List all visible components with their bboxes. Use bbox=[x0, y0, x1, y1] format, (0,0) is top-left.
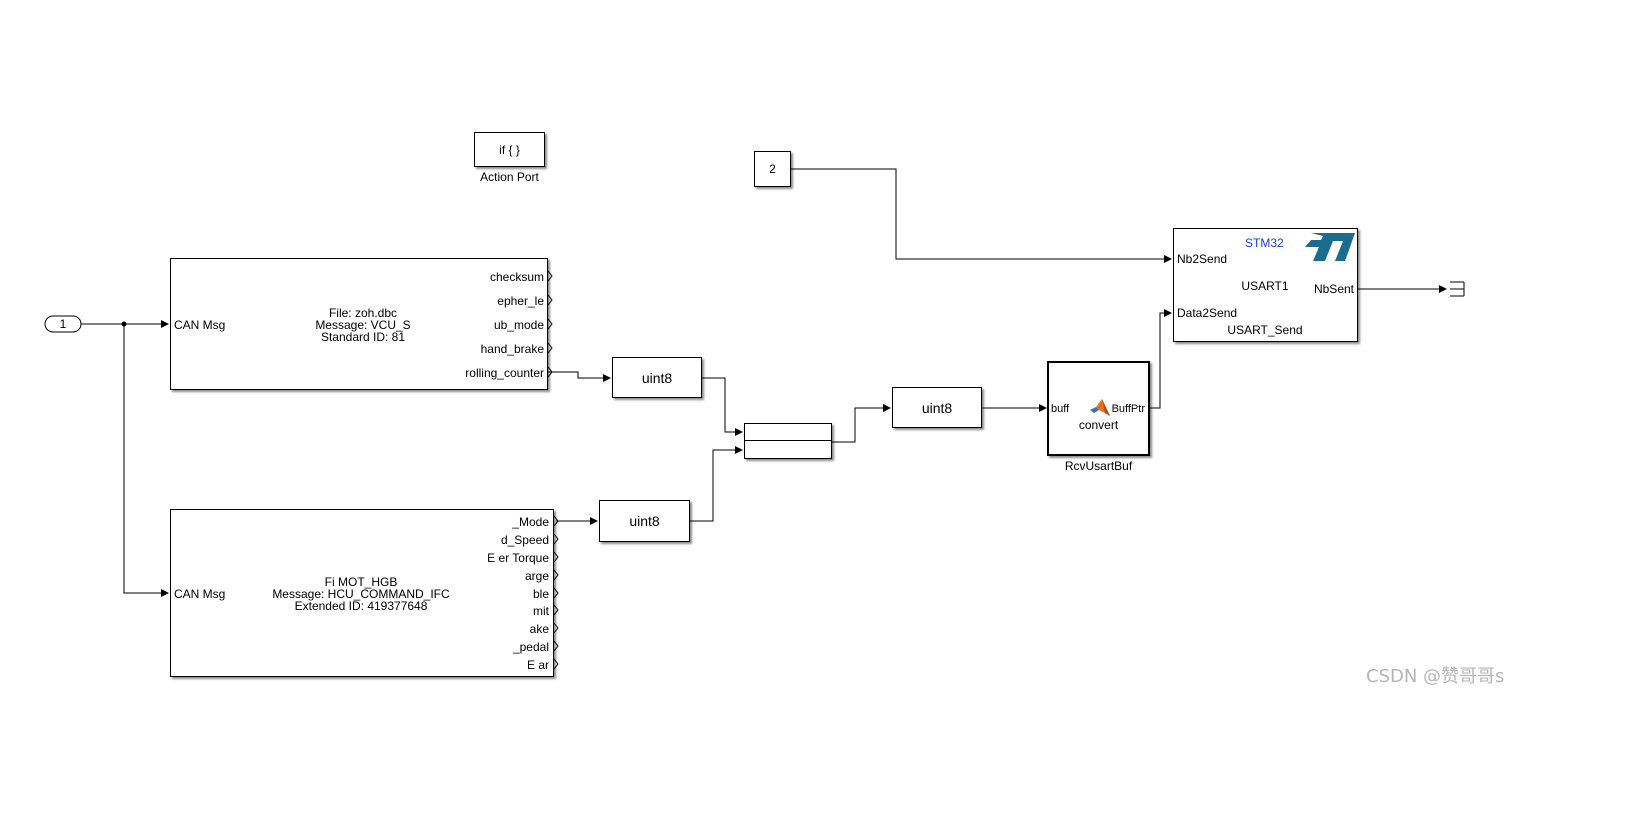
stm32-input-data2send: Data2Send bbox=[1177, 306, 1238, 320]
mux-divider bbox=[745, 440, 831, 441]
can2-input-port: CAN Msg bbox=[174, 587, 226, 601]
can2-output-7: ake bbox=[529, 622, 549, 636]
stm32-title: STM32 bbox=[1245, 236, 1284, 250]
csdn-watermark: CSDN @赞哥哥s bbox=[1366, 666, 1505, 687]
constant-block[interactable]: 2 bbox=[754, 151, 791, 187]
inport-number: 1 bbox=[59, 317, 67, 331]
can-unpack-block-1[interactable]: CAN Msg File: zoh.dbc Message: VCU_S Sta… bbox=[170, 258, 548, 390]
mfun-caption: RcvUsartBuf bbox=[1064, 459, 1133, 473]
data-type-conversion-1[interactable]: uint8 bbox=[612, 357, 702, 398]
stm32-output-nbsent: NbSent bbox=[1313, 282, 1354, 296]
mfun-name: convert bbox=[1078, 418, 1119, 432]
can1-output-checksum: checksum bbox=[489, 270, 544, 284]
matlab-logo-icon bbox=[1090, 399, 1110, 416]
can2-output-6: mit bbox=[533, 604, 549, 618]
can1-output-4: hand_brake bbox=[480, 342, 544, 356]
can2-output-4: arge bbox=[524, 569, 549, 583]
can1-output-2: epher_le bbox=[497, 294, 544, 308]
branch-point bbox=[121, 321, 127, 327]
data-type-conversion-2[interactable]: uint8 bbox=[599, 500, 690, 542]
wire-mux-conv3[interactable] bbox=[832, 404, 891, 443]
stm32-usart1: USART1 bbox=[1241, 279, 1289, 293]
can2-output-5: ble bbox=[532, 587, 549, 601]
conv3-label: uint8 bbox=[921, 400, 953, 416]
mfun-input-port: buff bbox=[1051, 403, 1070, 415]
can2-output-3: E er Torque bbox=[487, 551, 549, 565]
can2-info-id: Extended ID: 419377648 bbox=[294, 599, 428, 613]
stm32-usart-send-block[interactable]: STM32 Nb2Send USART1 NbSent Data2Send US… bbox=[1173, 228, 1358, 342]
can2-output-port-marks bbox=[553, 515, 559, 670]
can1-output-port-marks bbox=[547, 270, 553, 378]
matlab-function-block[interactable]: buff BuffPtr convert bbox=[1047, 361, 1150, 456]
conv1-label: uint8 bbox=[641, 370, 673, 386]
stm32-input-nb2send: Nb2Send bbox=[1177, 252, 1228, 266]
wire-branch-can2[interactable] bbox=[123, 324, 169, 597]
wire-conv1-mux[interactable] bbox=[702, 377, 743, 436]
can2-output-2: d_Speed bbox=[500, 533, 549, 547]
can2-info-file: Fi MOT_HGB bbox=[324, 575, 398, 589]
can1-info-message: Message: VCU_S bbox=[315, 318, 411, 332]
conv2-label: uint8 bbox=[629, 513, 660, 529]
action-port-caption: Action Port bbox=[480, 170, 539, 184]
can1-input-port: CAN Msg bbox=[174, 318, 226, 332]
inport-block[interactable] bbox=[44, 315, 82, 333]
can-unpack-block-2[interactable]: CAN Msg Fi MOT_HGB Message: HCU_COMMAND_… bbox=[170, 509, 554, 677]
mux-block[interactable] bbox=[744, 423, 832, 459]
can1-info-id: Standard ID: 81 bbox=[320, 330, 406, 344]
can1-output-3: ub_mode bbox=[493, 318, 544, 332]
data-type-conversion-3[interactable]: uint8 bbox=[892, 387, 982, 428]
action-port-block[interactable]: if { } bbox=[474, 132, 545, 167]
can2-output-1: _Mode bbox=[512, 515, 549, 529]
wire-rolling-counter[interactable] bbox=[548, 371, 611, 382]
can2-output-9: E ar bbox=[526, 658, 549, 672]
wire-mfun-stm[interactable] bbox=[1150, 309, 1172, 409]
terminator-block[interactable] bbox=[1450, 281, 1465, 297]
action-port-label: if { } bbox=[499, 143, 520, 157]
mfun-output-port: BuffPtr bbox=[1111, 403, 1145, 415]
can2-output-8: _pedal bbox=[512, 640, 549, 654]
stm32-usart-send: USART_Send bbox=[1227, 323, 1303, 337]
wire-conv2-mux[interactable] bbox=[690, 446, 743, 522]
can1-info-file: File: zoh.dbc bbox=[328, 306, 398, 320]
can1-output-rolling-counter: rolling_counter bbox=[465, 366, 544, 380]
wire-const-stm[interactable] bbox=[791, 168, 1172, 263]
can2-info-message: Message: HCU_COMMAND_IFC bbox=[272, 587, 450, 601]
constant-value: 2 bbox=[769, 162, 776, 176]
st-logo-icon bbox=[1305, 233, 1355, 261]
